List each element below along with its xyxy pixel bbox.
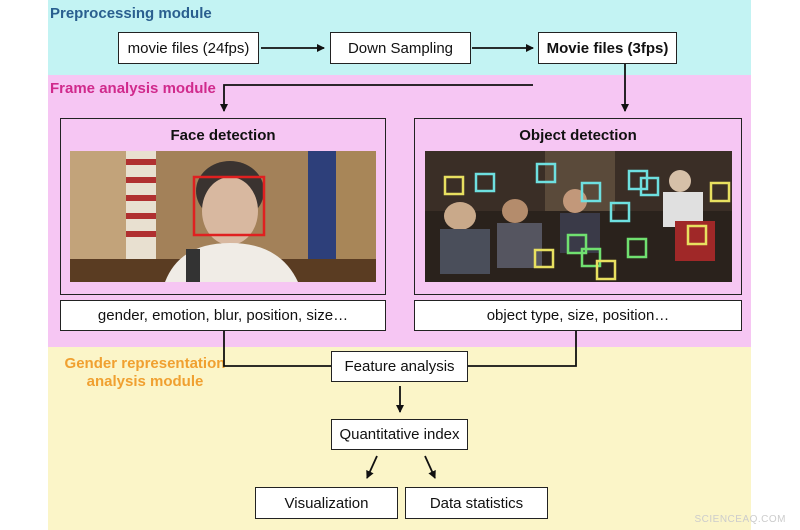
frame-analysis-module-title: Frame analysis module (50, 80, 216, 97)
output-movie-files-box: Movie files (3fps) (538, 32, 677, 64)
watermark: SCIENCEAQ.COM (694, 514, 786, 525)
object-detection-panel: Object detection (414, 118, 742, 295)
line-face-features-to-analysis (223, 330, 331, 367)
quantitative-index-box: Quantitative index (331, 419, 468, 450)
data-statistics-box: Data statistics (405, 487, 548, 519)
face-detection-title: Face detection (170, 127, 276, 144)
face-scene (70, 151, 376, 282)
arrow-index-to-visualization (366, 455, 378, 479)
object-scene (425, 151, 732, 282)
face-detection-panel: Face detection (60, 118, 386, 295)
feature-analysis-box: Feature analysis (331, 351, 468, 382)
object-detection-image (425, 151, 732, 282)
visualization-box: Visualization (255, 487, 398, 519)
line-object-features-to-analysis (468, 330, 577, 367)
object-features-box: object type, size, position… (414, 300, 742, 331)
face-detection-image (70, 151, 376, 282)
gender-title-line2: analysis module (86, 373, 204, 390)
object-detection-title: Object detection (519, 127, 637, 144)
arrow-to-face-detection (220, 84, 533, 112)
face-features-box: gender, emotion, blur, position, size… (60, 300, 386, 331)
gender-analysis-module-title: Gender representation analysis module (50, 355, 240, 391)
gender-title-line1: Gender representation (64, 355, 226, 372)
input-movie-files-box: movie files (24fps) (118, 32, 259, 64)
arrow-index-to-statistics (424, 455, 436, 479)
down-sampling-box: Down Sampling (330, 32, 471, 64)
preprocessing-module-title: Preprocessing module (50, 5, 212, 22)
